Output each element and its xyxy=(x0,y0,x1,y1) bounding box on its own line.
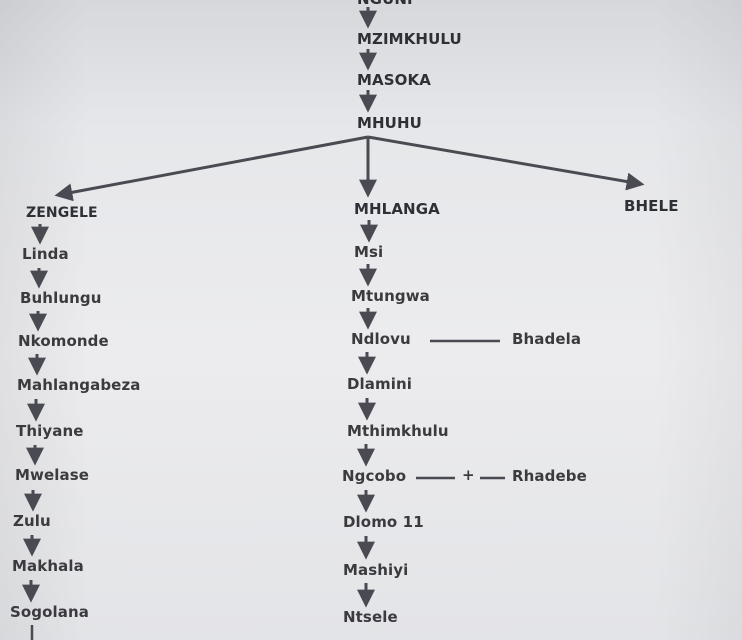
node-masoka: MASOKA xyxy=(357,71,431,89)
node-makhala: Makhala xyxy=(12,557,84,575)
node-thiyane: Thiyane xyxy=(16,422,84,440)
node-dlamini: Dlamini xyxy=(347,375,413,393)
node-ngcobo: Ngcobo xyxy=(342,467,407,485)
arrow-mhuhu-zengele xyxy=(54,135,369,202)
node-nguni: NGUNI xyxy=(357,0,413,8)
node-zulu: Zulu xyxy=(13,512,51,530)
node-nkomonde: Nkomonde xyxy=(18,332,109,350)
node-mthimkhulu: Mthimkhulu xyxy=(347,422,449,440)
node-rhadebe: Rhadebe xyxy=(512,467,587,485)
node-mahlangabeza: Mahlangabeza xyxy=(17,376,141,394)
node-msi: Msi xyxy=(354,243,384,261)
node-mwelase: Mwelase xyxy=(15,466,90,484)
node-buhlungu: Buhlungu xyxy=(20,289,102,307)
node-sogolana: Sogolana xyxy=(10,603,90,621)
node-bhele: BHELE xyxy=(624,197,679,215)
node-ntsele: Ntsele xyxy=(343,608,398,626)
node-mzimkhulu: MZIMKHULU xyxy=(357,30,462,48)
node-dlomo: Dlomo 11 xyxy=(343,513,424,531)
node-mashiyi: Mashiyi xyxy=(343,561,409,579)
arrow-mhuhu-bhele xyxy=(367,135,645,191)
node-mhlanga: MHLANGA xyxy=(354,200,440,218)
node-mhuhu: MHUHU xyxy=(357,114,422,132)
node-bhadela: Bhadela xyxy=(512,330,582,348)
node-zengele: ZENGELE xyxy=(26,205,98,221)
node-mtungwa: Mtungwa xyxy=(351,287,430,305)
node-ndlovu: Ndlovu xyxy=(351,330,411,348)
node-linda: Linda xyxy=(22,245,69,263)
plus-joiner: + xyxy=(462,466,475,484)
